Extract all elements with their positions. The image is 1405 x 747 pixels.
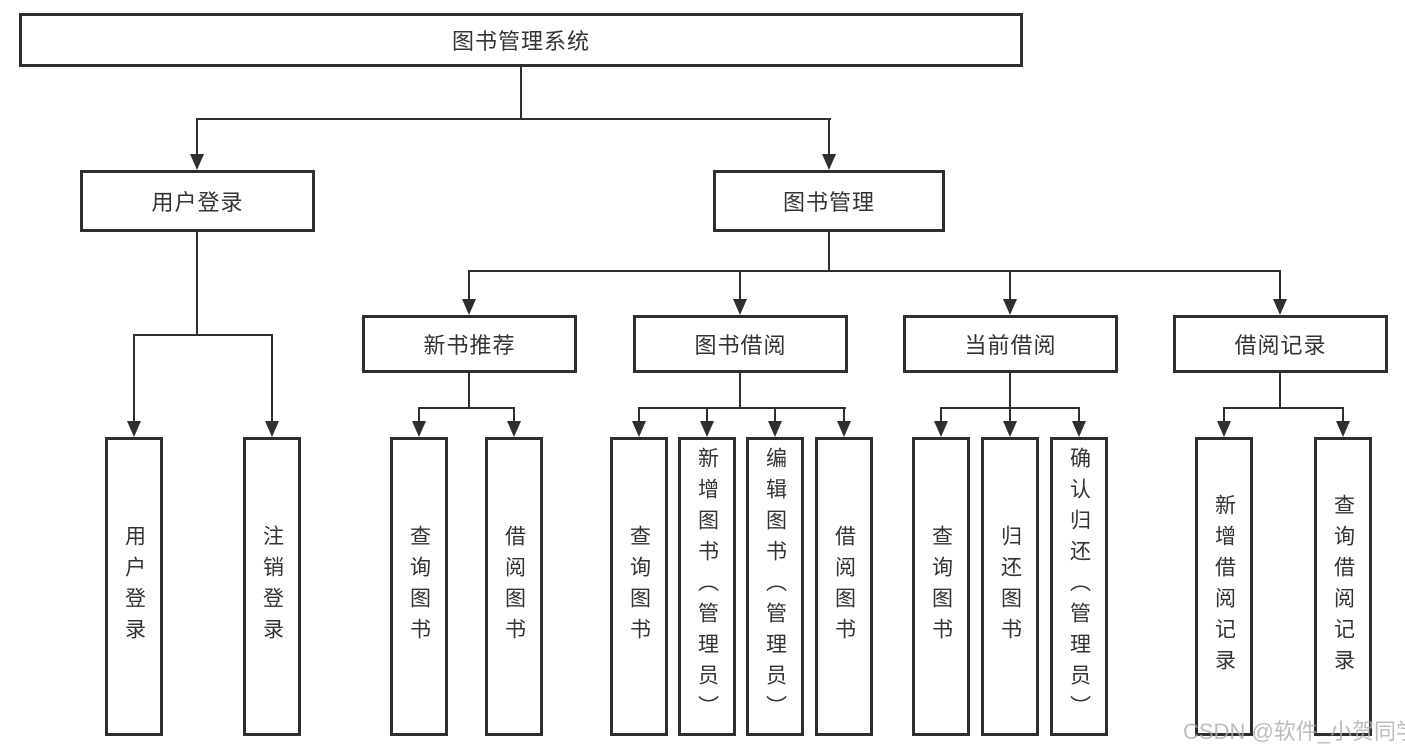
node-user-login: 用户登录 [80, 170, 315, 232]
leaf-return-books-label: 归还图书 [998, 524, 1022, 649]
arrow-down-icon [768, 421, 782, 437]
connector-root-stem [520, 66, 522, 120]
arrow-down-icon [1217, 421, 1231, 437]
connector-to-current-borrow [1009, 270, 1011, 301]
connector-root-rail [196, 118, 831, 120]
leaf-edit-books-admin-label: 编辑图书（管理员） [763, 447, 787, 726]
leaf-edit-books-admin: 编辑图书（管理员） [746, 437, 804, 736]
connector-borrow-records-rail [1223, 407, 1344, 409]
node-new-book-recommend-label: 新书推荐 [423, 333, 516, 358]
node-new-book-recommend: 新书推荐 [362, 315, 577, 373]
connector-user-login-rail [133, 334, 273, 336]
leaf-borrow-books-recommend: 借阅图书 [485, 437, 543, 736]
arrow-down-icon [837, 421, 851, 437]
arrow-down-icon [822, 154, 836, 170]
leaf-borrow-books-label: 借阅图书 [832, 524, 856, 649]
leaf-add-borrow-record-label: 新增借阅记录 [1212, 493, 1236, 680]
connector-borrow-records-stem [1279, 371, 1281, 409]
leaf-borrow-books: 借阅图书 [815, 437, 873, 736]
leaf-logout-label: 注销登录 [260, 524, 284, 649]
arrow-down-icon [733, 299, 747, 315]
node-current-borrow: 当前借阅 [903, 315, 1118, 373]
node-book-management: 图书管理 [713, 170, 945, 232]
leaf-query-books-current-label: 查询图书 [929, 524, 953, 649]
leaf-query-books-borrow-label: 查询图书 [627, 524, 651, 649]
connector-current-borrow-stem [1009, 371, 1011, 409]
node-root-label: 图书管理系统 [451, 29, 590, 54]
arrow-down-icon [934, 421, 948, 437]
leaf-query-books-recommend: 查询图书 [390, 437, 448, 736]
connector-to-leaf-logout [271, 334, 273, 423]
arrow-down-icon [265, 421, 279, 437]
node-root-library-system: 图书管理系统 [19, 13, 1023, 67]
connector-leaf-stem [418, 407, 420, 423]
connector-leaf-stem [843, 407, 845, 423]
node-borrow-records-label: 借阅记录 [1234, 333, 1327, 358]
leaf-add-borrow-record: 新增借阅记录 [1195, 437, 1253, 736]
node-borrow-records: 借阅记录 [1173, 315, 1388, 373]
leaf-user-login: 用户登录 [105, 437, 163, 736]
connector-leaf-stem [706, 407, 708, 423]
connector-leaf-stem [513, 407, 515, 423]
arrow-down-icon [1003, 299, 1017, 315]
connector-leaf-stem [1009, 407, 1011, 423]
leaf-query-borrow-record: 查询借阅记录 [1314, 437, 1372, 736]
leaf-confirm-return-admin-label: 确认归还（管理员） [1067, 447, 1091, 726]
node-user-login-label: 用户登录 [151, 190, 244, 215]
leaf-query-books-current: 查询图书 [912, 437, 970, 736]
arrow-down-icon [462, 299, 476, 315]
node-book-borrow: 图书借阅 [633, 315, 848, 373]
arrow-down-icon [632, 421, 646, 437]
connector-leaf-stem [774, 407, 776, 423]
connector-book-mgmt-stem [828, 230, 830, 272]
node-current-borrow-label: 当前借阅 [964, 333, 1057, 358]
leaf-query-books-borrow: 查询图书 [610, 437, 668, 736]
csdn-watermark: CSDN @软件_小贺同学 [1183, 719, 1405, 744]
connector-leaf-stem [1223, 407, 1225, 423]
connector-leaf-stem [1078, 407, 1080, 423]
connector-to-new-books [468, 270, 470, 301]
leaf-confirm-return-admin: 确认归还（管理员） [1050, 437, 1108, 736]
arrow-down-icon [1003, 421, 1017, 437]
leaf-query-books-recommend-label: 查询图书 [407, 524, 431, 649]
connector-leaf-stem [1342, 407, 1344, 423]
arrow-down-icon [412, 421, 426, 437]
connector-to-leaf-login [133, 334, 135, 423]
leaf-return-books: 归还图书 [981, 437, 1039, 736]
connector-to-borrow-records [1279, 270, 1281, 301]
connector-new-books-stem [468, 371, 470, 409]
connector-book-mgmt-rail [468, 270, 1281, 272]
arrow-down-icon [1273, 299, 1287, 315]
leaf-query-borrow-record-label: 查询借阅记录 [1331, 493, 1355, 680]
node-book-borrow-label: 图书借阅 [694, 333, 787, 358]
connector-book-borrow-stem [739, 371, 741, 409]
arrow-down-icon [1072, 421, 1086, 437]
connector-leaf-stem [638, 407, 640, 423]
arrow-down-icon [507, 421, 521, 437]
connector-new-books-rail [418, 407, 515, 409]
arrow-down-icon [190, 154, 204, 170]
leaf-add-books-admin-label: 新增图书（管理员） [695, 447, 719, 726]
connector-root-to-user-login [196, 118, 198, 156]
node-book-management-label: 图书管理 [782, 190, 875, 215]
arrow-down-icon [127, 421, 141, 437]
connector-user-login-stem [196, 230, 198, 336]
leaf-borrow-books-recommend-label: 借阅图书 [502, 524, 526, 649]
connector-to-book-borrow [739, 270, 741, 301]
leaf-user-login-label: 用户登录 [122, 524, 146, 649]
connector-book-borrow-rail [638, 407, 846, 409]
connector-root-to-book-mgmt [828, 118, 830, 156]
connector-leaf-stem [940, 407, 942, 423]
leaf-add-books-admin: 新增图书（管理员） [678, 437, 736, 736]
leaf-logout: 注销登录 [243, 437, 301, 736]
arrow-down-icon [700, 421, 714, 437]
arrow-down-icon [1336, 421, 1350, 437]
